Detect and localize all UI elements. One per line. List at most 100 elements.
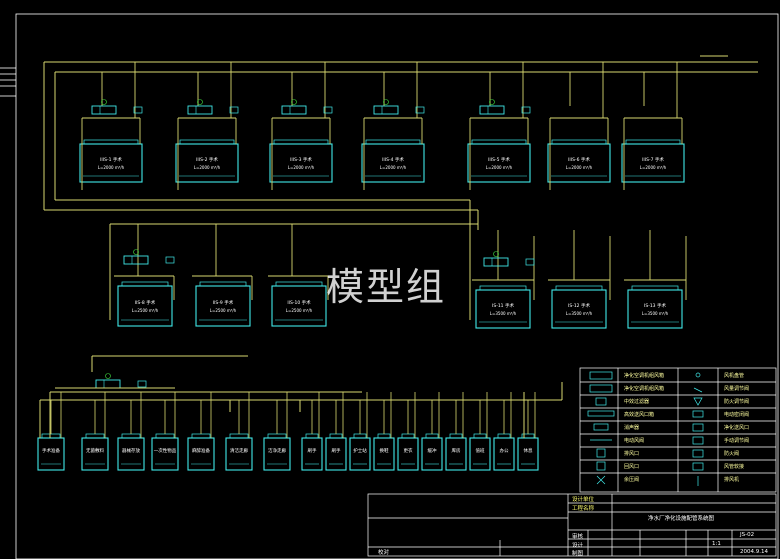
filter-box bbox=[521, 106, 531, 114]
room-label: 办公 bbox=[500, 447, 509, 454]
legend-item-right: 防火调节阀 bbox=[724, 399, 750, 405]
room-label: IIIS-3 手术 bbox=[290, 156, 312, 163]
room-label: IIIS-6 手术 bbox=[568, 156, 590, 163]
room-airflow: L=2000 m³/h bbox=[288, 165, 315, 170]
supply-diffuser bbox=[473, 433, 487, 439]
room-outline bbox=[325, 437, 347, 471]
legend-table bbox=[579, 367, 777, 493]
supply-diffuser bbox=[275, 281, 323, 287]
room-outline bbox=[493, 437, 515, 471]
legend-item-right: 风管软接 bbox=[724, 464, 745, 470]
filter-box bbox=[323, 106, 333, 114]
room-label: 洁净走廊 bbox=[268, 447, 286, 454]
room-label: 一次性物品 bbox=[154, 447, 177, 454]
drawing-frame bbox=[0, 13, 779, 559]
room-label: 缓冲 bbox=[428, 447, 437, 454]
title-block-label-check: 校对 bbox=[378, 550, 390, 556]
room-label: 清洁走廊 bbox=[230, 447, 248, 454]
supply-diffuser bbox=[121, 433, 141, 439]
title-block-label-project: 工程名称 bbox=[572, 506, 595, 512]
drawing-scale: 1:1 bbox=[712, 541, 721, 547]
air-handler-box bbox=[123, 255, 149, 265]
room-outline bbox=[421, 437, 443, 471]
title-block-label-design-unit: 设计单位 bbox=[572, 497, 595, 503]
drawing-date: 2004.9.14 bbox=[740, 549, 768, 555]
room-outline bbox=[263, 437, 291, 471]
legend-item-right: 风量调节阀 bbox=[724, 386, 750, 392]
filter-box bbox=[133, 106, 143, 114]
legend-item-right: 风机盘管 bbox=[724, 373, 745, 379]
bottom-room-15: 值班 bbox=[469, 433, 491, 471]
supply-diffuser bbox=[425, 433, 439, 439]
legend-item-left: 余压阀 bbox=[624, 477, 640, 483]
supply-diffuser bbox=[83, 139, 139, 145]
legend-symbols bbox=[587, 371, 704, 486]
middle-left-room-3: IIS-10 手术L=2500 m³/h bbox=[271, 281, 327, 327]
bottom-room-9: 刷手 bbox=[325, 433, 347, 471]
bottom-room-5: 麻醉准备 bbox=[187, 433, 215, 471]
filter-box bbox=[525, 258, 535, 266]
room-label: IIS-10 手术 bbox=[287, 299, 311, 306]
room-label: IIIS-5 手术 bbox=[488, 156, 510, 163]
room-label: IIS-8 手术 bbox=[135, 299, 156, 306]
room-airflow: L=2000 m³/h bbox=[380, 165, 407, 170]
room-label: 手术准备 bbox=[42, 447, 60, 454]
room-outline bbox=[517, 437, 539, 471]
watermark-text: 模型组 bbox=[326, 265, 447, 309]
air-handler-unit bbox=[187, 99, 239, 115]
room-label: 换鞋 bbox=[380, 447, 389, 454]
room-label: IIIS-4 手术 bbox=[382, 156, 404, 163]
supply-diffuser bbox=[229, 433, 249, 439]
air-handler-unit bbox=[373, 99, 425, 115]
supply-diffuser bbox=[625, 139, 681, 145]
legend-item-left: 电动风阀 bbox=[624, 438, 645, 444]
supply-diffuser bbox=[191, 433, 211, 439]
fan-symbol bbox=[489, 99, 495, 105]
bottom-room-12: 更衣 bbox=[397, 433, 419, 471]
room-label: IIS-9 手术 bbox=[213, 299, 234, 306]
legend-item-left: 高效送风口箱 bbox=[624, 412, 655, 418]
supply-diffuser bbox=[199, 281, 247, 287]
upper-room-4: IIIS-4 手术 L=2000 m³/h bbox=[361, 139, 425, 183]
supply-diffuser bbox=[85, 433, 105, 439]
supply-diffuser bbox=[551, 139, 607, 145]
supply-diffuser bbox=[155, 433, 175, 439]
bottom-room-10: 护士站 bbox=[349, 433, 371, 471]
room-outline bbox=[301, 437, 323, 471]
supply-diffuser bbox=[121, 281, 169, 287]
drawing-number: JS-02 bbox=[740, 532, 755, 538]
supply-diffuser bbox=[329, 433, 343, 439]
legend-item-right: 防火阀 bbox=[724, 451, 740, 457]
supply-diffuser bbox=[555, 285, 603, 291]
fan-symbol bbox=[493, 251, 499, 257]
room-outline bbox=[469, 437, 491, 471]
room-airflow: L=2500 m³/h bbox=[210, 308, 237, 313]
room-label: IIIS-1 手术 bbox=[100, 156, 122, 163]
room-airflow: L=2000 m³/h bbox=[486, 165, 513, 170]
room-airflow: L=3500 m³/h bbox=[490, 311, 517, 316]
room-outline bbox=[37, 437, 65, 471]
bottom-room-2: 无菌敷料 bbox=[81, 433, 109, 471]
bottom-room-14: 库房 bbox=[445, 433, 467, 471]
supply-diffuser bbox=[631, 285, 679, 291]
bottom-room-11: 换鞋 bbox=[373, 433, 395, 471]
room-label: IS-11 手术 bbox=[492, 302, 514, 309]
room-airflow: L=3500 m³/h bbox=[566, 311, 593, 316]
air-handler-unit-bottom bbox=[95, 373, 147, 389]
air-handler-unit bbox=[281, 99, 333, 115]
supply-diffuser bbox=[305, 433, 319, 439]
bottom-room-4: 一次性物品 bbox=[151, 433, 179, 471]
room-outline bbox=[151, 437, 179, 471]
air-handler-unit-middle-right bbox=[483, 251, 535, 267]
filter-box bbox=[229, 106, 239, 114]
title-block-label-design: 设计 bbox=[572, 543, 584, 549]
legend-item-left: 排风口 bbox=[624, 451, 640, 457]
fan-symbol bbox=[105, 373, 111, 379]
main-supply-pipes bbox=[43, 55, 758, 320]
room-label: 刷手 bbox=[308, 447, 317, 454]
legend-item-right: 手动调节阀 bbox=[724, 438, 750, 444]
room-label: 更衣 bbox=[404, 447, 413, 454]
